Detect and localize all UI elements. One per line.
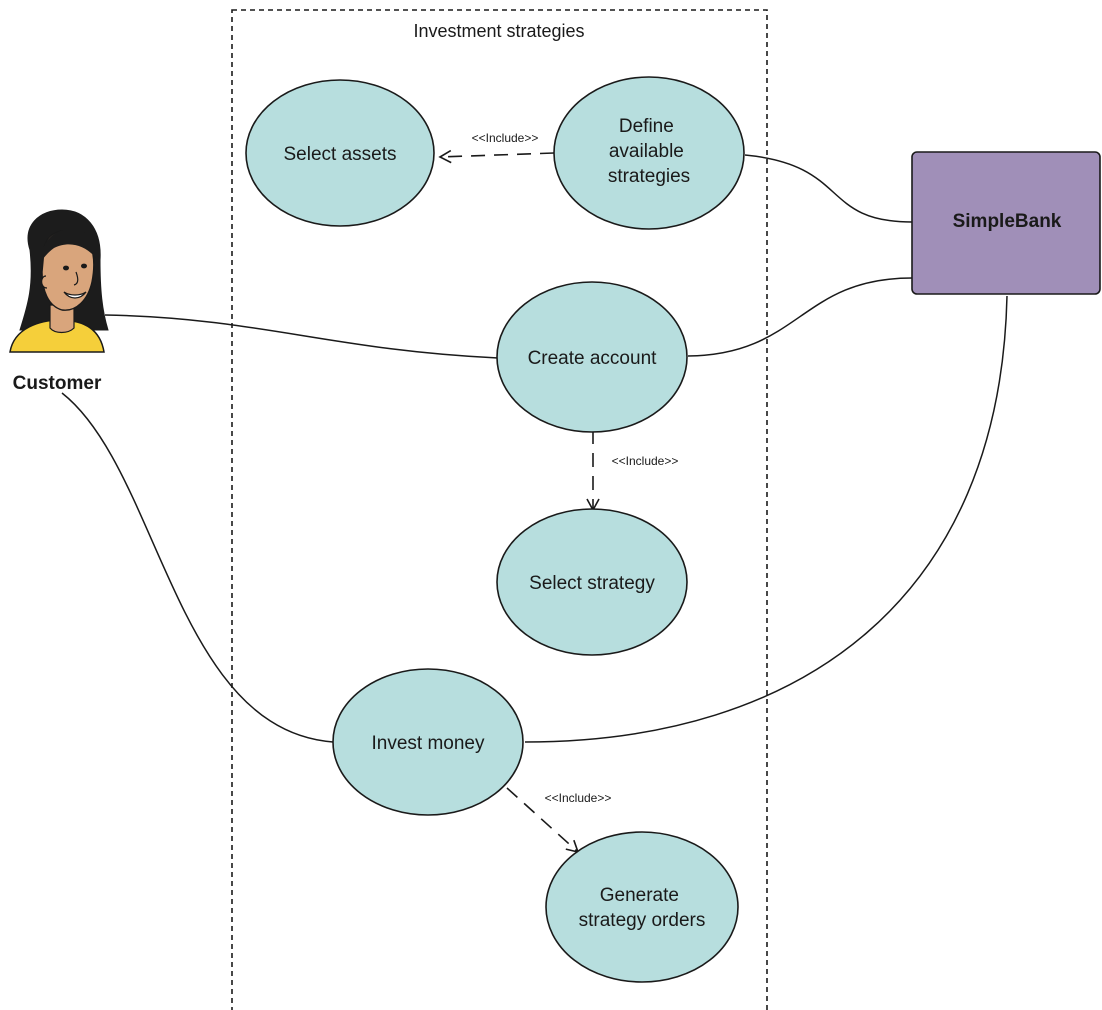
actor-simplebank[interactable]: SimpleBank: [911, 151, 1101, 295]
association-define-strategies-simplebank: [744, 154, 913, 223]
usecase-select-strategy[interactable]: Select strategy: [496, 508, 688, 656]
include-label-orders: <<Include>>: [545, 791, 612, 805]
svg-text:Generate strategy orders: Generate strategy orders: [579, 885, 706, 931]
usecase-invest-money[interactable]: Invest money: [332, 668, 524, 816]
svg-text:Define available s: Define available strategies: [608, 116, 690, 187]
customer-avatar-icon: [9, 209, 109, 353]
usecase-label: strategies: [608, 166, 690, 187]
usecase-label: Invest money: [372, 733, 485, 754]
boundary-title: Investment strategies: [413, 21, 584, 41]
include-label-strategy: <<Include>>: [612, 454, 679, 468]
system-boundary: [231, 9, 768, 1010]
svg-text:Select strategy: Select strategy: [529, 573, 655, 594]
usecase-label: available: [609, 141, 684, 162]
svg-text:Create account: Create account: [528, 348, 658, 369]
simplebank-label: SimpleBank: [953, 211, 1062, 232]
association-customer-invest-money: [61, 392, 334, 743]
actor-customer[interactable]: Customer: [9, 209, 109, 394]
include-arrow-invest-to-orders: [506, 787, 580, 854]
customer-label: Customer: [13, 373, 102, 394]
association-invest-money-simplebank: [524, 295, 1008, 743]
usecase-label: Generate: [600, 885, 679, 906]
usecase-label: Select strategy: [529, 573, 655, 594]
include-arrow-define-to-assets: [438, 149, 555, 164]
usecase-generate-strategy-orders[interactable]: Generate strategy orders: [545, 831, 739, 983]
usecase-label: strategy orders: [579, 910, 706, 931]
usecase-select-assets[interactable]: Select assets: [245, 79, 435, 227]
association-customer-create-account: [104, 314, 499, 359]
usecase-create-account[interactable]: Create account: [496, 281, 688, 433]
include-label-assets: <<Include>>: [472, 131, 539, 145]
usecase-label: Define: [619, 116, 674, 137]
svg-text:Invest money: Invest money: [372, 733, 485, 754]
usecase-define-available-strategies[interactable]: Define available strategies: [553, 76, 745, 230]
usecase-label: Select assets: [284, 144, 397, 165]
usecase-label: Create account: [528, 348, 658, 369]
svg-text:Select assets: Select assets: [284, 144, 397, 165]
association-create-account-simplebank: [687, 277, 913, 357]
